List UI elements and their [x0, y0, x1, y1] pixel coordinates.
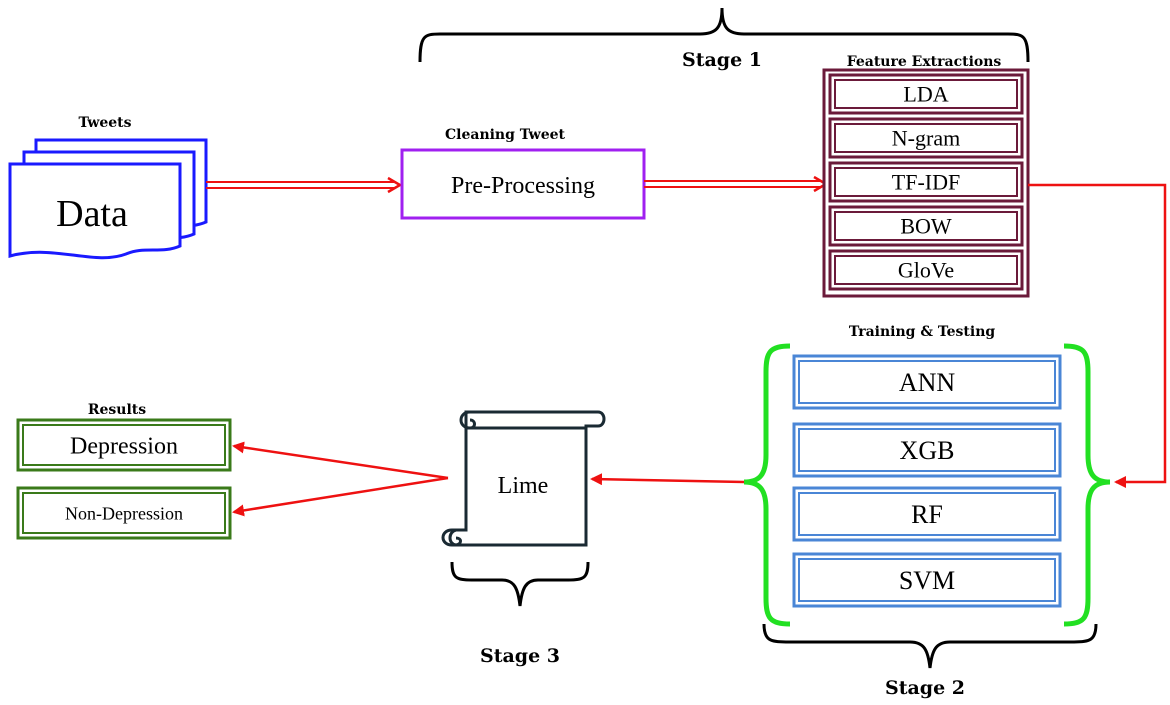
arrow-training-to-lime — [590, 473, 745, 486]
feature-lda-box: LDA — [828, 73, 1024, 115]
features-title: Feature Extractions — [847, 54, 1002, 70]
stage3-label: Stage 3 — [480, 645, 560, 667]
stage1-label: Stage 1 — [682, 49, 762, 71]
data-document-stack — [8, 138, 208, 260]
data-page-front — [8, 162, 182, 260]
model-svm-box-label: SVM — [899, 566, 955, 595]
model-xgb-box-label: XGB — [900, 436, 955, 465]
training-right-brace — [1063, 343, 1111, 627]
feature-tfidf-box-label: TF-IDF — [892, 170, 960, 195]
arrow-lime-to-depression — [232, 441, 449, 480]
result-non-depression-box-label: Non-Depression — [65, 503, 183, 523]
feature-ngram-box: N-gram — [828, 117, 1024, 159]
training-model-panel: ANN XGB RF SVM — [792, 354, 1062, 608]
feature-glove-box-label: GloVe — [898, 258, 954, 283]
arrow-features-to-training — [1028, 183, 1167, 488]
training-left-brace — [743, 343, 791, 627]
cleaning-title: Cleaning Tweet — [445, 127, 566, 143]
arrow-lime-to-non-depression — [232, 476, 449, 517]
arrow-data-to-preprocess — [206, 176, 403, 194]
tweets-title: Tweets — [78, 115, 131, 131]
preprocess-label: Pre-Processing — [451, 173, 595, 199]
model-rf-box-label: RF — [911, 500, 943, 529]
lime-label: Lime — [498, 473, 549, 499]
data-label: Data — [56, 193, 128, 235]
result-non-depression-box: Non-Depression — [16, 486, 232, 540]
feature-tfidf-box: TF-IDF — [828, 161, 1024, 203]
result-depression-box: Depression — [16, 418, 232, 472]
feature-bow-box-label: BOW — [900, 214, 952, 239]
lime-scroll-icon — [441, 410, 606, 547]
preprocess-box — [400, 148, 646, 220]
arrow-preprocess-to-features — [644, 175, 829, 193]
model-svm-box: SVM — [792, 552, 1062, 608]
results-title: Results — [88, 402, 146, 418]
feature-ngram-box-label: N-gram — [892, 126, 960, 151]
model-rf-box: RF — [792, 486, 1062, 542]
model-xgb-box: XGB — [792, 422, 1062, 478]
stage2-label: Stage 2 — [885, 677, 965, 699]
stage2-brace — [762, 623, 1098, 669]
feature-glove-box: GloVe — [828, 249, 1024, 291]
result-depression-box-label: Depression — [70, 433, 178, 459]
stage3-brace — [450, 561, 590, 607]
feature-lda-box-label: LDA — [903, 82, 948, 107]
feature-bow-box: BOW — [828, 205, 1024, 247]
stage1-brace — [418, 7, 1030, 63]
model-ann-box: ANN — [792, 354, 1062, 410]
training-title: Training & Testing — [849, 324, 996, 340]
model-ann-box-label: ANN — [899, 368, 956, 397]
